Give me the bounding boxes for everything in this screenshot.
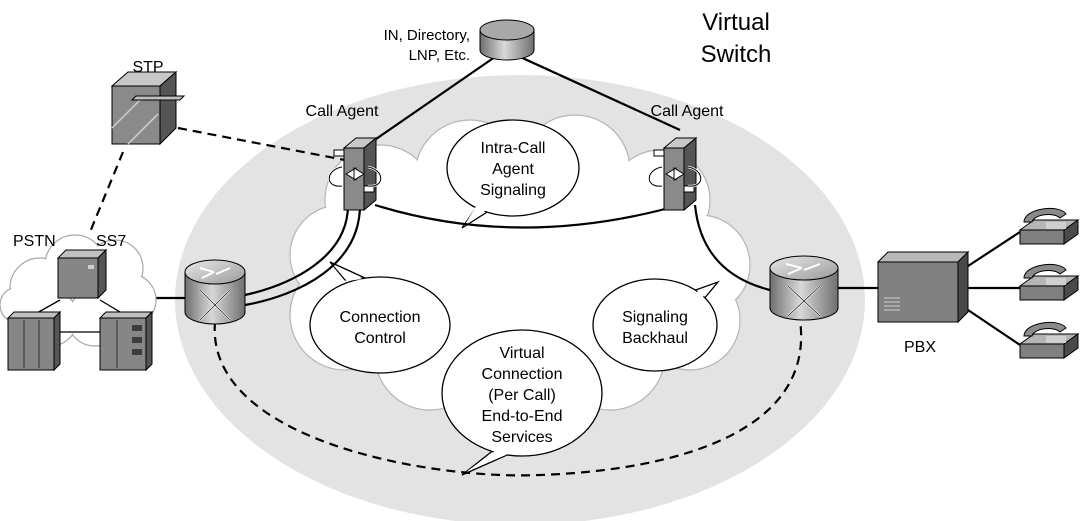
bubble-signaling-backhaul-line2: Backhaul (622, 330, 688, 347)
database-label-line2: LNP, Etc. (409, 47, 470, 64)
bubble-signaling-backhaul (592, 278, 721, 372)
pstn-server-icon-right (98, 310, 154, 372)
pstn-label: PSTN (13, 233, 56, 250)
database-label-line1: IN, Directory, (384, 27, 470, 44)
router-icon-right (769, 255, 839, 321)
virtual-switch-title-line1: Virtual (702, 9, 770, 36)
connection-lines (150, 48, 1021, 346)
ss7-label: SS7 (96, 233, 126, 250)
bubble-intra-call-line1: Intra-Call (481, 140, 546, 157)
stp-switch-icon (110, 70, 186, 146)
bubble-virtual-connection-line1: Virtual (499, 345, 544, 362)
pstn-switch-icon (56, 248, 108, 300)
telephone-icon-2 (1018, 263, 1080, 301)
call-agent-icon-left (328, 136, 382, 212)
bubble-connection-control-line2: Control (354, 330, 406, 347)
bubble-intra-call-line2: Agent (492, 161, 534, 178)
bubble-connection-control (309, 261, 451, 374)
bubble-intra-call-line3: Signaling (480, 182, 546, 199)
pbx-label: PBX (904, 339, 936, 356)
router-icon-left (184, 259, 246, 325)
telephone-icon-1 (1018, 207, 1080, 245)
pbx-icon (876, 250, 970, 324)
signaling-dashed-lines (88, 126, 803, 477)
bubble-virtual-connection-line4: End-to-End (482, 408, 563, 425)
bubble-virtual-connection-line3: (Per Call) (488, 387, 556, 404)
bubble-intra-call (446, 119, 580, 229)
stp-label: STP (132, 59, 163, 76)
bubble-signaling-backhaul-line1: Signaling (622, 309, 688, 326)
virtual-switch-title-line2: Switch (701, 41, 772, 68)
call-agent-icon-right (648, 136, 702, 212)
bubble-virtual-connection-line5: Services (491, 429, 552, 446)
call-agent-right-label: Call Agent (651, 103, 724, 120)
bubble-virtual-connection-line2: Connection (482, 366, 563, 383)
telephone-icon-3 (1018, 321, 1080, 359)
bubble-virtual-connection (441, 329, 603, 476)
database-cylinder-icon (479, 19, 535, 61)
pstn-server-icon-left (6, 310, 62, 372)
call-agent-left-label: Call Agent (306, 103, 379, 120)
bubble-connection-control-line1: Connection (340, 309, 421, 326)
